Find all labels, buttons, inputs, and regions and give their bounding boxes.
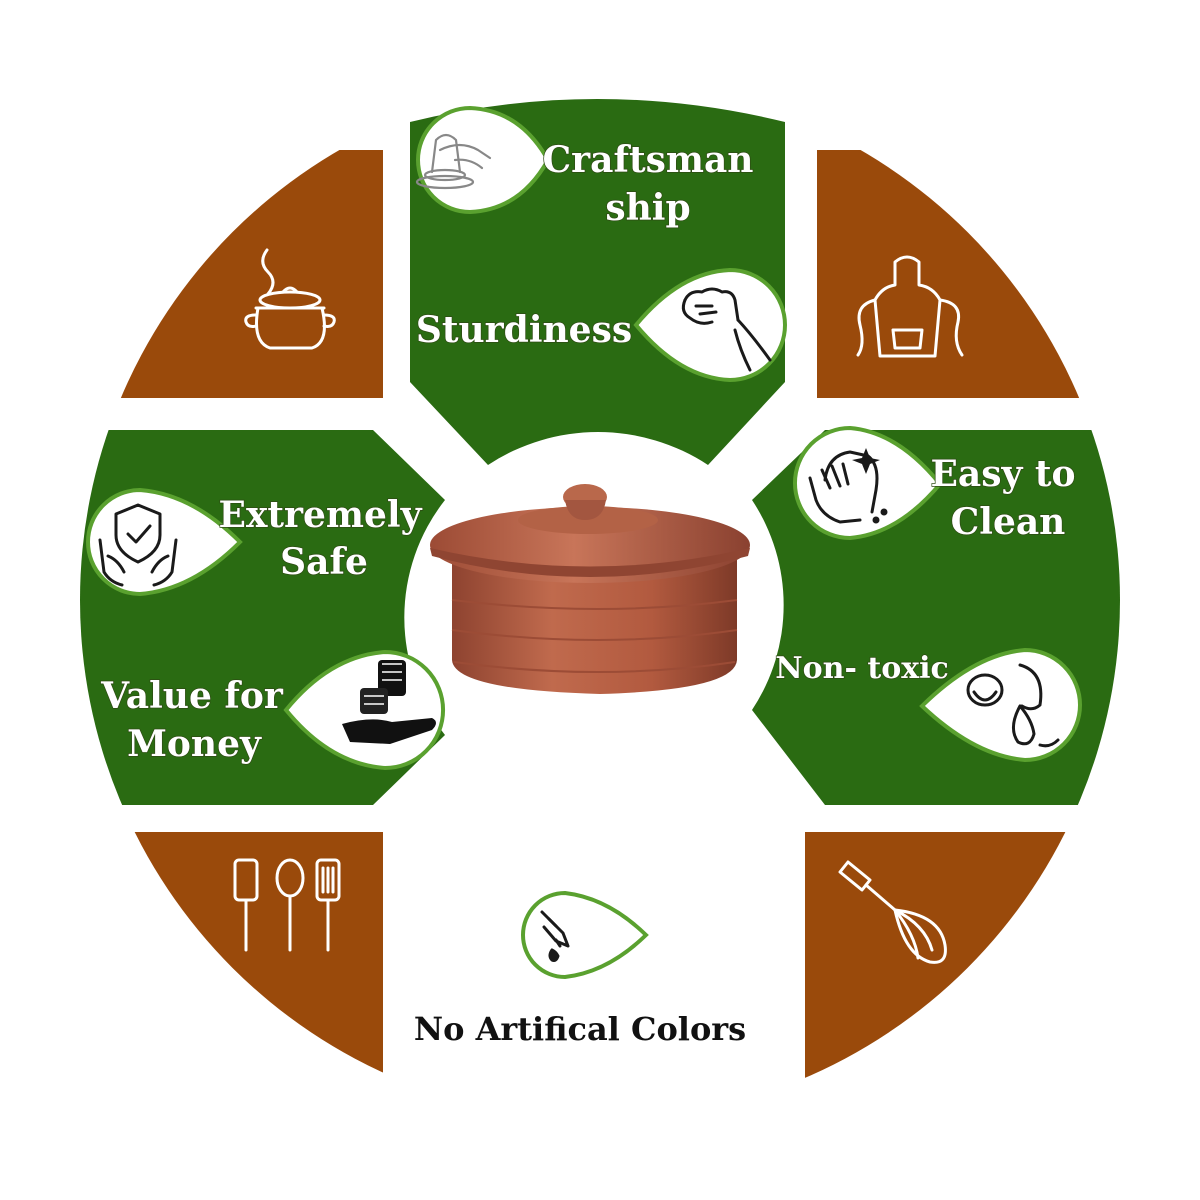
pottery-wheel-icon: [415, 133, 492, 190]
craftsmanship-label-line2: ship: [605, 187, 690, 229]
steaming-pot-icon: [244, 248, 336, 350]
value-for-money-label-line1: Value for: [100, 675, 284, 717]
coins-hand-icon: [342, 660, 436, 744]
easy-to-clean-bubble: [793, 425, 943, 541]
bottom-right-segment: [805, 832, 1120, 1092]
utensils-icon: [233, 858, 341, 952]
sturdiness-label: Sturdiness: [416, 309, 632, 351]
non-toxic-label: Non- toxic: [775, 651, 949, 686]
no-artificial-colors-label: No Artifical Colors: [414, 1010, 746, 1048]
face-tongue-drop-icon: [966, 663, 1060, 748]
fist-hand-icon: [681, 287, 772, 372]
extremely-safe-label-line1: Extremely: [219, 494, 423, 536]
easy-to-clean-label-line2: Clean: [951, 501, 1066, 543]
clay-pot-image: [430, 484, 750, 694]
craftsmanship-bubble: [415, 105, 551, 215]
dropper-icon: [540, 910, 570, 962]
wiping-hand-icon: [808, 448, 888, 524]
value-for-money-label-line2: Money: [127, 723, 262, 765]
non-toxic-bubble: [919, 647, 1082, 763]
shield-hands-icon: [98, 503, 178, 587]
easy-to-clean-label-line1: Easy to: [930, 453, 1075, 495]
craftsmanship-label-line1: Craftsman: [543, 139, 754, 181]
bottom-left-segment: [80, 832, 383, 1092]
top-left-segment: [80, 150, 383, 398]
no-artificial-colors-bubble: [521, 890, 649, 980]
top-right-segment: [817, 150, 1120, 398]
whisk-icon: [838, 860, 947, 964]
extremely-safe-bubble: [86, 487, 243, 597]
extremely-safe-label-line2: Safe: [280, 541, 368, 583]
value-for-money-bubble: [283, 649, 445, 771]
sturdiness-bubble: [633, 267, 787, 383]
apron-icon: [856, 255, 964, 358]
